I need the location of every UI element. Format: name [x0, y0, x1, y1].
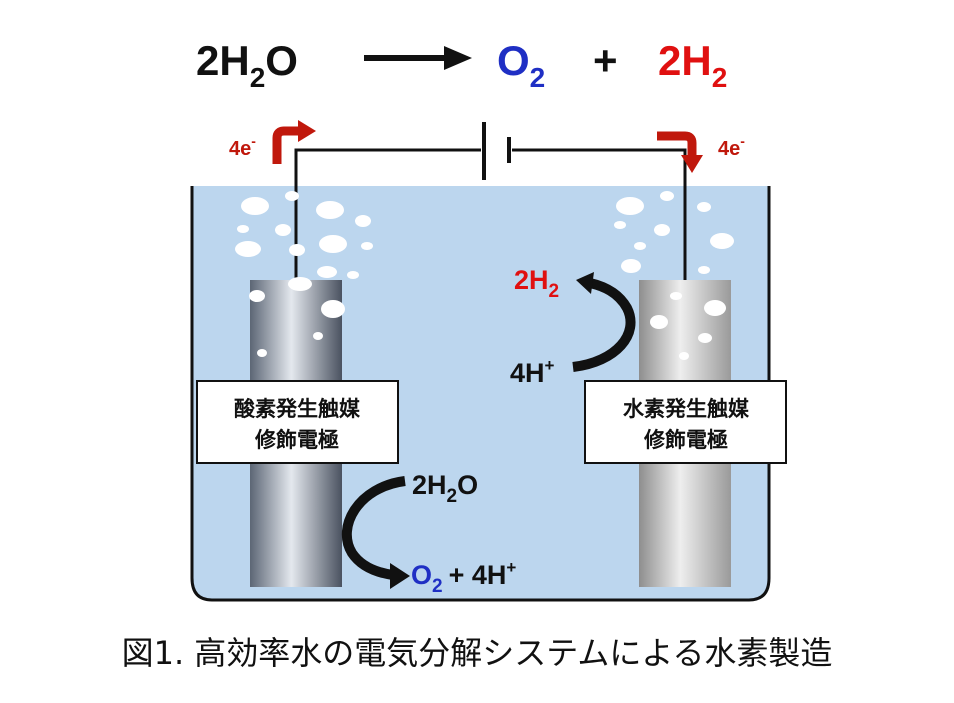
bubble	[704, 300, 726, 316]
bubble	[650, 315, 668, 329]
reduction-curved-arrow	[572, 278, 636, 372]
oxidation-curved-arrow	[341, 476, 406, 580]
bubble	[698, 266, 710, 274]
reduction-reactant: 4H+	[510, 356, 555, 388]
external-circuit	[294, 122, 687, 280]
left-electrode-label: 酸素発生触媒 修飾電極	[196, 380, 399, 464]
bubble	[316, 201, 344, 219]
bubble	[361, 242, 373, 250]
left-electron-label: 4e-	[229, 133, 256, 160]
right-electrode-label: 水素発生触媒 修飾電極	[584, 380, 787, 464]
hydrogen-bubbles	[614, 191, 734, 360]
oxidation-arrowhead	[390, 563, 410, 589]
left-wire	[294, 148, 481, 280]
equation-arrow	[364, 46, 472, 70]
bubble	[241, 197, 269, 215]
bubble	[275, 224, 291, 236]
bubble	[355, 215, 371, 227]
bubble	[289, 244, 305, 256]
bubble	[697, 202, 711, 212]
equation-oxygen: O2	[497, 37, 545, 93]
bubble	[347, 271, 359, 279]
left-electron-arrow	[272, 126, 300, 164]
equation-plus: +	[593, 37, 618, 84]
oxidation-reactant: 2H2O	[412, 470, 478, 507]
left-electron-flow: 4e-	[229, 120, 316, 164]
bubble	[698, 333, 712, 343]
overall-equation: 2H2O O2 + 2H2	[196, 37, 727, 93]
bubble	[257, 349, 267, 357]
left-label-line1: 酸素発生触媒	[234, 397, 361, 421]
reduction-product: 2H2	[514, 265, 559, 302]
tank-outline	[190, 186, 771, 602]
reduction-reaction: 2H2 4H+	[510, 265, 636, 388]
left-label-line2: 修飾電極	[254, 428, 339, 452]
bubble	[313, 332, 323, 340]
bubble	[679, 352, 689, 360]
oxidation-reaction: 2H2O O2+ 4H+	[341, 470, 516, 597]
right-electron-arrowhead	[681, 155, 703, 173]
bubble	[670, 292, 682, 300]
bubble	[710, 233, 734, 249]
left-label-box	[196, 380, 399, 464]
bubble	[285, 191, 299, 201]
oxygen-bubbles	[235, 191, 373, 357]
bubble	[317, 266, 337, 278]
bubble	[237, 225, 249, 233]
figure-caption: 図1. 高効率水の電気分解システムによる水素製造	[122, 634, 833, 672]
bubble	[654, 224, 670, 236]
bubble	[288, 277, 312, 291]
left-electron-arrowhead	[298, 120, 316, 142]
equation-hydrogen: 2H2	[658, 37, 727, 93]
bubble	[321, 300, 345, 318]
right-electron-flow: 4e-	[657, 131, 745, 173]
right-electron-label: 4e-	[718, 133, 745, 160]
bubble	[634, 242, 646, 250]
bubble	[614, 221, 626, 229]
right-electron-arrow	[657, 131, 697, 158]
bubble	[621, 259, 641, 273]
oxidation-products: O2+ 4H+	[411, 558, 516, 597]
bubble	[616, 197, 644, 215]
right-wire	[512, 148, 687, 280]
right-label-box	[584, 380, 787, 464]
equation-water: 2H2O	[196, 37, 298, 93]
bubble	[660, 191, 674, 201]
reduction-arrowhead	[576, 272, 594, 294]
right-label-line1: 水素発生触媒	[623, 397, 750, 421]
battery-icon	[482, 122, 511, 180]
bubble	[249, 290, 265, 302]
right-label-line2: 修飾電極	[643, 428, 728, 452]
bubble	[235, 241, 261, 257]
bubble	[319, 235, 347, 253]
